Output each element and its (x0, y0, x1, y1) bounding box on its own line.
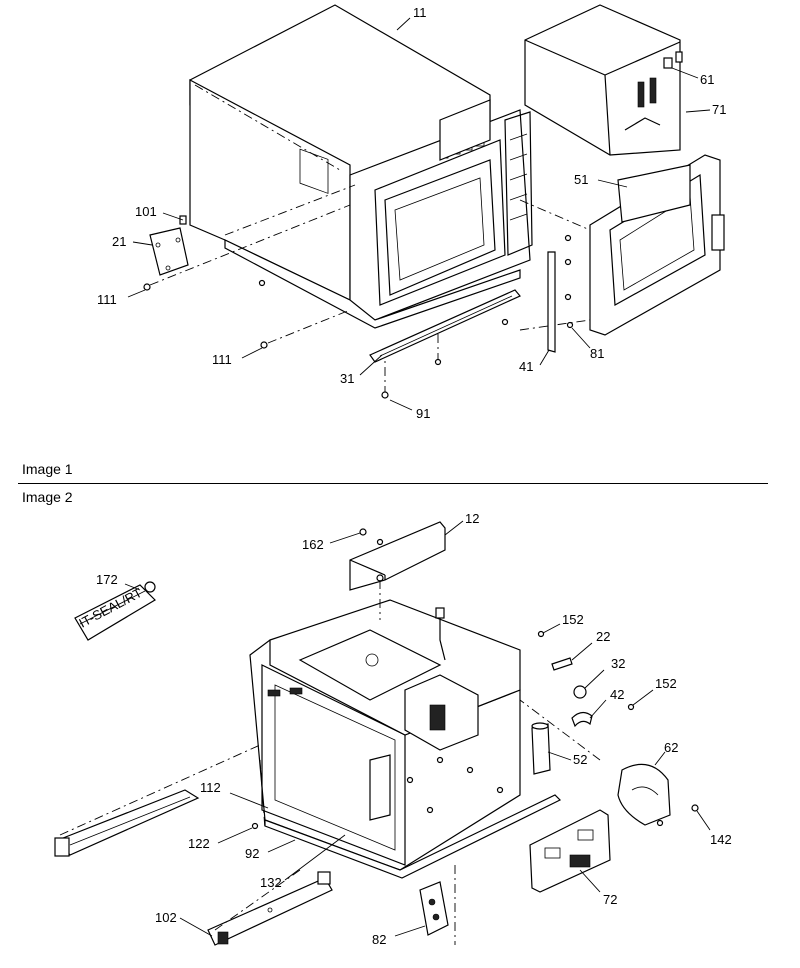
callout-132: 132 (260, 875, 282, 890)
door-latch-bar-upper (54, 789, 200, 857)
callout-152-upper: 152 (562, 612, 584, 627)
callout-111-upper: 111 (97, 292, 117, 307)
callout-152-lower: 152 (655, 676, 677, 691)
fan-cover-62 (617, 763, 671, 826)
door-latch-bar-102 (207, 871, 333, 946)
oven-front-chassis (224, 99, 533, 329)
fuse-holder-32 (573, 685, 587, 699)
callout-12: 12 (465, 511, 479, 526)
screws-111 (143, 279, 268, 349)
bracket-12 (349, 521, 446, 591)
callout-92: 92 (245, 846, 259, 861)
outer-cabinet-wrapper (189, 4, 491, 301)
main-chassis-frame (249, 599, 562, 879)
callout-111-lower: 111 (212, 352, 232, 367)
callout-31: 31 (340, 371, 354, 386)
callout-72: 72 (603, 892, 617, 907)
callout-51: 51 (574, 172, 588, 187)
oven-exterior-diagram: 11 61 71 51 101 21 111 111 31 91 41 81 (97, 4, 726, 421)
callout-112: 112 (200, 780, 221, 795)
image1-leaders (127, 17, 711, 411)
callout-162: 162 (302, 537, 324, 552)
callout-62: 62 (664, 740, 678, 755)
callout-41: 41 (519, 359, 533, 374)
screw-162 (359, 528, 367, 536)
screw-91 (381, 391, 389, 399)
callout-142: 142 (710, 832, 732, 847)
callout-61: 61 (700, 72, 714, 87)
callout-102: 102 (155, 910, 177, 925)
callout-172: 172 (96, 572, 118, 587)
switch-22 (551, 657, 573, 671)
control-board-72 (529, 809, 611, 893)
callout-71: 71 (712, 102, 726, 117)
callout-122: 122 (188, 836, 210, 851)
part-61 (663, 57, 673, 69)
capacitor-52 (531, 722, 551, 775)
callout-52: 52 (573, 752, 587, 767)
caption-image-1: Image 1 (22, 461, 73, 477)
caption-image-2: Image 2 (22, 489, 73, 505)
panel-divider (18, 483, 768, 484)
screw-142 (691, 804, 699, 812)
screw-152-b (627, 703, 635, 711)
callout-32: 32 (611, 656, 625, 671)
door-screws (564, 234, 574, 329)
callout-11: 11 (413, 5, 427, 20)
image2-leaders (124, 520, 711, 937)
power-module-82 (419, 881, 449, 936)
side-cover-plate (149, 227, 189, 276)
screw-122 (251, 822, 259, 830)
door-glass-51 (617, 164, 691, 223)
callout-21: 21 (112, 234, 126, 249)
gasket-strip-41 (547, 251, 556, 353)
callout-81: 81 (590, 346, 604, 361)
oven-internals-diagram: IT-SEAL/RT (54, 511, 732, 947)
exploded-view-oven-exterior: 11 61 71 51 101 21 111 111 31 91 41 81 (0, 0, 800, 450)
screw-152-a (537, 630, 545, 638)
wrapper-box-71 (524, 4, 683, 156)
clip-42 (571, 711, 593, 728)
callout-101: 101 (135, 204, 157, 219)
front-trim-strip (369, 289, 521, 363)
callout-42: 42 (610, 687, 624, 702)
assembly-dashes (59, 580, 601, 945)
exploded-view-oven-internals: IT-SEAL/RT (0, 505, 800, 968)
sealant-tube-172: IT-SEAL/RT (74, 581, 156, 641)
callout-82: 82 (372, 932, 386, 947)
callout-91: 91 (416, 406, 430, 421)
door-handle (711, 214, 725, 251)
callout-22: 22 (596, 629, 610, 644)
